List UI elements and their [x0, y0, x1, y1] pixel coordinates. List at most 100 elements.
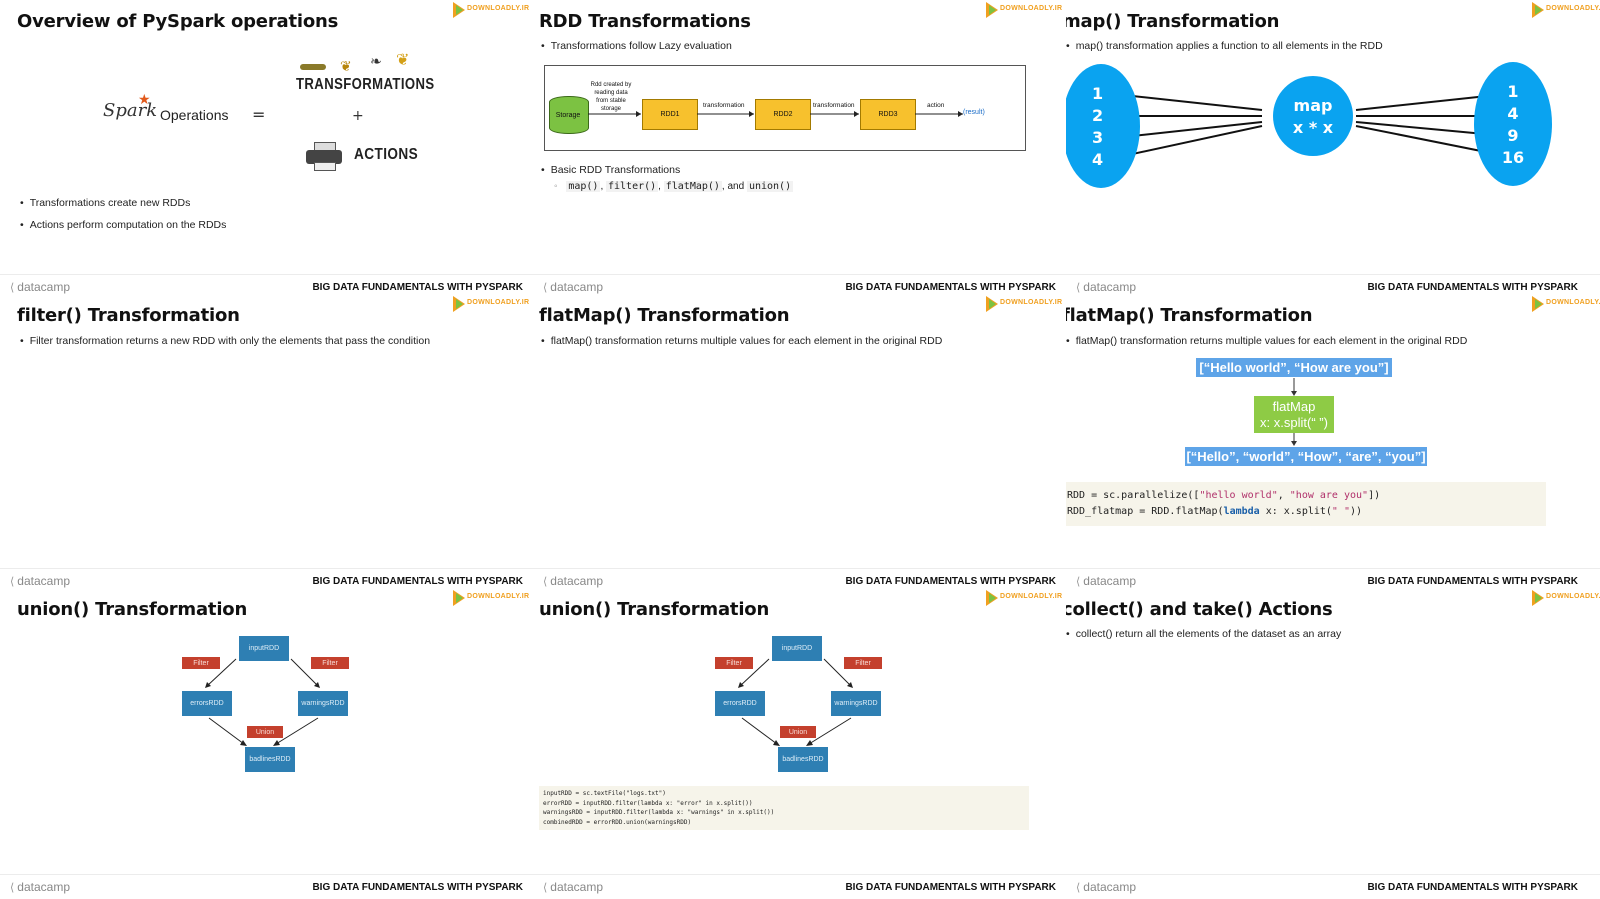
datacamp-logo: ⟨datacamp [1076, 280, 1136, 294]
slide-collect-take: collect() and take() Actions DOWNLOADLY.… [1066, 588, 1600, 899]
slide-footer: ⟨datacamp BIG DATA FUNDAMENTALS WITH PYS… [533, 274, 1066, 299]
input-value: 4 [1092, 150, 1104, 169]
bullet-text: flatMap() transformation returns multipl… [1066, 335, 1468, 347]
result-label: (result) [963, 109, 985, 116]
datacamp-icon: ⟨ [543, 882, 548, 894]
slide-title: collect() and take() Actions [1066, 599, 1333, 620]
slide-filter: filter() Transformation DOWNLOADLY.IR Fi… [0, 294, 533, 593]
flatmap-arrows [1291, 378, 1297, 446]
flatmap-function-box [1254, 396, 1334, 433]
badlines-rdd-box: badlinesRDD [778, 747, 828, 772]
butterflies-icon: ❦ ❧ ❦ [300, 50, 420, 75]
course-name: BIG DATA FUNDAMENTALS WITH PYSPARK [312, 282, 523, 293]
diagram-arrows [588, 111, 963, 117]
datacamp-logo: ⟨datacamp [543, 280, 603, 294]
downloadly-badge: DOWNLOADLY.IR [986, 296, 1062, 312]
map-function-circle [1273, 76, 1353, 156]
datacamp-icon: ⟨ [1076, 882, 1081, 894]
code-line: errorRDD = inputRDD.filter(lambda x: "er… [543, 799, 753, 807]
downloadly-badge: DOWNLOADLY.IR [1532, 590, 1600, 606]
filter-left-tag: Filter [715, 657, 753, 669]
datacamp-logo: ⟨datacamp [543, 574, 603, 588]
printer-icon [306, 142, 344, 171]
edge-label: transformation [703, 102, 745, 109]
operations-label: Operations [160, 107, 229, 123]
filter-right-tag: Filter [844, 657, 882, 669]
spark-logo: Spark [103, 100, 158, 121]
bullet-text: map() transformation applies a function … [1066, 40, 1383, 52]
input-rdd-box: inputRDD [772, 636, 822, 661]
output-value: 1 [1507, 82, 1519, 101]
slide-title: flatMap() Transformation [1066, 305, 1313, 326]
output-value: 4 [1507, 104, 1519, 123]
flatmap-output-box: [“Hello”, “world”, “How”, “are”, “you”] [1185, 447, 1427, 466]
bullet-text: Basic RDD Transformations [541, 164, 681, 176]
rdd2-box: RDD2 [755, 99, 811, 130]
output-value: 9 [1507, 126, 1519, 145]
plus-sign: + [352, 108, 364, 124]
course-name: BIG DATA FUNDAMENTALS WITH PYSPARK [1367, 282, 1578, 293]
input-value: 2 [1092, 106, 1104, 125]
input-rdd-box: inputRDD [239, 636, 289, 661]
course-name: BIG DATA FUNDAMENTALS WITH PYSPARK [1367, 576, 1578, 587]
slide-footer: ⟨datacamp BIG DATA FUNDAMENTALS WITH PYS… [1066, 874, 1600, 899]
errors-rdd-box: errorsRDD [182, 691, 232, 716]
course-name: BIG DATA FUNDAMENTALS WITH PYSPARK [312, 882, 523, 893]
course-name: BIG DATA FUNDAMENTALS WITH PYSPARK [312, 576, 523, 587]
bullet-text: flatMap() transformation returns multipl… [541, 335, 943, 347]
union-tag: Union [780, 726, 816, 738]
datacamp-logo: ⟨datacamp [10, 280, 70, 294]
union-tag: Union [247, 726, 283, 738]
datacamp-icon: ⟨ [10, 282, 15, 294]
course-name: BIG DATA FUNDAMENTALS WITH PYSPARK [845, 576, 1056, 587]
downloadly-badge: DOWNLOADLY.IR [453, 590, 529, 606]
storage-label: Storage [555, 112, 581, 119]
filter-right-tag: Filter [311, 657, 349, 669]
slide-footer: ⟨datacamp BIG DATA FUNDAMENTALS WITH PYS… [533, 874, 1066, 899]
storage-cylinder [549, 96, 589, 134]
storage-note: Rdd created by reading data from stable … [590, 82, 632, 112]
datacamp-icon: ⟨ [543, 576, 548, 588]
downloadly-badge: DOWNLOADLY.IR [453, 2, 529, 18]
slide-footer: ⟨datacamp BIG DATA FUNDAMENTALS WITH PYS… [0, 274, 533, 299]
course-name: BIG DATA FUNDAMENTALS WITH PYSPARK [845, 882, 1056, 893]
slide-footer: ⟨datacamp BIG DATA FUNDAMENTALS WITH PYS… [1066, 274, 1600, 299]
slide-union-code: union() Transformation DOWNLOADLY.IR inp… [533, 588, 1066, 899]
bullet-text: Filter transformation returns a new RDD … [20, 335, 430, 347]
warnings-rdd-box: warningsRDD [298, 691, 348, 716]
slide-footer: ⟨datacamp BIG DATA FUNDAMENTALS WITH PYS… [1066, 568, 1600, 593]
code-line: RDD_flatmap = RDD.flatMap(lambda x: x.sp… [1067, 506, 1363, 517]
slide-flatmap-example: flatMap() Transformation DOWNLOADLY.IR f… [1066, 294, 1600, 593]
transformations-label: TRANSFORMATIONS [296, 76, 435, 93]
slide-title: Overview of PySpark operations [17, 11, 339, 32]
flatmap-input-box: [“Hello world”, “How are you”] [1196, 358, 1392, 377]
code-line: warningsRDD = inputRDD.filter(lambda x: … [543, 809, 775, 816]
errors-rdd-box: errorsRDD [715, 691, 765, 716]
datacamp-logo: ⟨datacamp [1076, 574, 1136, 588]
slide-overview: Overview of PySpark operations DOWNLOADL… [0, 0, 533, 299]
course-name: BIG DATA FUNDAMENTALS WITH PYSPARK [1367, 882, 1578, 893]
downloadly-badge: DOWNLOADLY.IR [1532, 296, 1600, 312]
input-value: 3 [1092, 128, 1104, 147]
datacamp-icon: ⟨ [543, 282, 548, 294]
slide-footer: ⟨datacamp BIG DATA FUNDAMENTALS WITH PYS… [0, 568, 533, 593]
downloadly-badge: DOWNLOADLY.IR [453, 296, 529, 312]
bullet-text: Actions perform computation on the RDDs [20, 219, 227, 231]
datacamp-icon: ⟨ [1076, 282, 1081, 294]
datacamp-icon: ⟨ [1076, 576, 1081, 588]
slide-title: map() Transformation [1066, 11, 1280, 32]
datacamp-icon: ⟨ [10, 882, 15, 894]
code-line: RDD = sc.parallelize(["hello world", "ho… [1067, 490, 1381, 501]
output-ellipse [1474, 62, 1552, 186]
datacamp-logo: ⟨datacamp [10, 880, 70, 894]
output-value: 16 [1501, 148, 1525, 167]
input-value: 1 [1092, 84, 1104, 103]
slide-title: union() Transformation [539, 599, 770, 620]
map-function: x * x [1292, 118, 1334, 137]
slide-rdd-transformations: RDD Transformations DOWNLOADLY.IR Transf… [533, 0, 1066, 299]
slide-flatmap-intro: flatMap() Transformation DOWNLOADLY.IR f… [533, 294, 1066, 593]
badlines-rdd-box: badlinesRDD [245, 747, 295, 772]
bullet-text: Transformations follow Lazy evaluation [541, 40, 732, 52]
union-arrows [205, 658, 320, 746]
sub-bullet: ◦ map(), filter(), flatMap(), and union(… [554, 181, 794, 192]
